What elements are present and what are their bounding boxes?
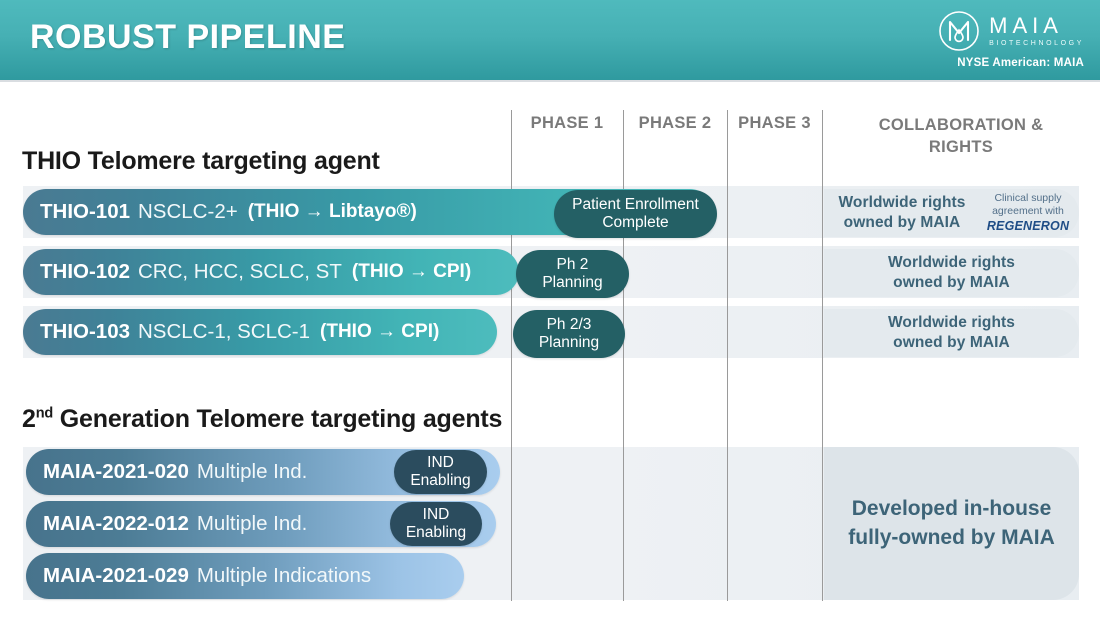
collaboration-line-2: fully-owned by MAIA [848,525,1055,549]
page-title: ROBUST PIPELINE [30,18,346,56]
status-badge-maia-2022-012[interactable]: IND Enabling [390,502,482,546]
collaboration-cell-thio-102: Worldwide rights owned by MAIA [824,249,1079,297]
program-bar-maia-2021-029[interactable]: MAIA-2021-029 Multiple Indications [26,553,464,599]
program-code: MAIA-2022-012 [43,512,189,535]
logo-wordmark: MAIA [989,13,1063,38]
collaboration-cell-thio-103: Worldwide rights owned by MAIA [824,309,1079,357]
status-line-2: Planning [542,274,603,291]
program-indication: Multiple Ind. [196,512,308,535]
column-header-collaboration-line1: COLLABORATION & [878,116,1044,134]
column-header-phase-2: PHASE 2 [638,114,712,132]
collaboration-line-1: Developed in-house [851,497,1052,521]
collaboration-text: Worldwide rights owned by MAIA [888,253,1015,294]
program-bar-thio-102[interactable]: THIO-102 CRC, HCC, SCLC, ST (THIO → CPI) [23,249,519,295]
program-code: THIO-103 [40,320,130,343]
column-headers: PHASE 1 PHASE 2 PHASE 3 COLLABORATION & … [0,108,1100,166]
program-indication: CRC, HCC, SCLC, ST [138,260,342,283]
program-combination: (THIO → CPI) [320,321,440,342]
section-title-second-generation: 2nd Generation Telomere targeting agents [22,405,502,434]
column-header-phase-1: PHASE 1 [530,114,604,132]
collaboration-line-1: Worldwide rights [887,253,1016,271]
section-title-ordinal: nd [35,405,54,422]
phase-grid [0,82,1100,619]
logo-tagline: BIOTECHNOLOGY [989,40,1084,47]
grid-divider-4 [822,110,823,601]
program-indication: Multiple Ind. [196,460,308,483]
section-title-prefix: 2 [22,405,36,433]
grid-divider-3 [727,110,728,601]
status-badge-thio-103[interactable]: Ph 2/3 Planning [513,310,625,358]
section-title-rest: Generation Telomere targeting agents [53,405,503,433]
collaboration-line-1: Worldwide rights [887,313,1016,331]
program-code: THIO-102 [40,260,130,283]
status-line-2: Enabling [405,524,467,541]
supply-line-1: Clinical supply [994,191,1062,204]
collaboration-line-1: Worldwide rights [838,193,966,211]
section-title-thio: THIO Telomere targeting agent [22,147,380,175]
collaboration-cell-second-generation: Developed in-house fully-owned by MAIA [824,447,1079,600]
status-line-1: Ph 2 [556,255,589,273]
status-line-1: Patient Enrollment [572,195,699,213]
program-combination: (THIO → Libtayo®) [247,201,417,222]
status-badge-thio-101[interactable]: Patient Enrollment Complete [554,190,717,238]
brand-logo: MAIA BIOTECHNOLOGY NYSE American: MAIA [938,10,1084,69]
maia-monogram-icon [938,10,980,52]
supply-agreement-note: Clinical supply agreement with REGENERON [980,192,1076,235]
program-code: THIO-101 [40,200,130,223]
collaboration-cell-thio-101: Worldwide rights owned by MAIA Clinical … [824,189,1079,237]
status-badge-thio-102[interactable]: Ph 2 Planning [516,250,629,298]
status-line-1: IND [427,453,454,471]
program-indication: NSCLC-2+ [138,200,238,223]
collaboration-text: Developed in-house fully-owned by MAIA [848,495,1055,552]
program-indication: NSCLC-1, SCLC-1 [138,320,311,343]
page-header: ROBUST PIPELINE MAIA BIOTECHNOLOGY NYSE … [0,0,1100,82]
collaboration-text: Worldwide rights owned by MAIA [888,313,1015,354]
column-header-collaboration-line2: RIGHTS [928,138,994,157]
status-line-2: Planning [538,334,600,351]
program-bar-thio-103[interactable]: THIO-103 NSCLC-1, SCLC-1 (THIO → CPI) [23,309,497,355]
column-header-collaboration: COLLABORATION & RIGHTS [822,114,1100,159]
program-indication: Multiple Indications [196,564,372,587]
status-line-2: Complete [602,214,669,231]
grid-divider-1 [511,110,512,601]
ticker-label: NYSE American: MAIA [957,57,1084,69]
status-line-1: IND [422,505,450,523]
collaboration-text: Worldwide rights owned by MAIA [824,193,980,234]
supply-line-2: agreement with [992,204,1064,217]
status-badge-maia-2021-020[interactable]: IND Enabling [394,450,487,494]
status-line-1: Ph 2/3 [546,315,592,333]
collaboration-line-2: owned by MAIA [893,274,1010,291]
program-combination: (THIO → CPI) [351,261,472,282]
status-line-2: Enabling [410,472,471,489]
program-code: MAIA-2021-029 [43,564,189,587]
collaboration-line-2: owned by MAIA [843,214,961,231]
column-header-phase-3: PHASE 3 [738,114,811,132]
program-code: MAIA-2021-020 [43,460,189,483]
partner-logo-regeneron: REGENERON [986,218,1070,233]
grid-divider-2 [623,110,624,601]
collaboration-line-2: owned by MAIA [893,334,1010,351]
